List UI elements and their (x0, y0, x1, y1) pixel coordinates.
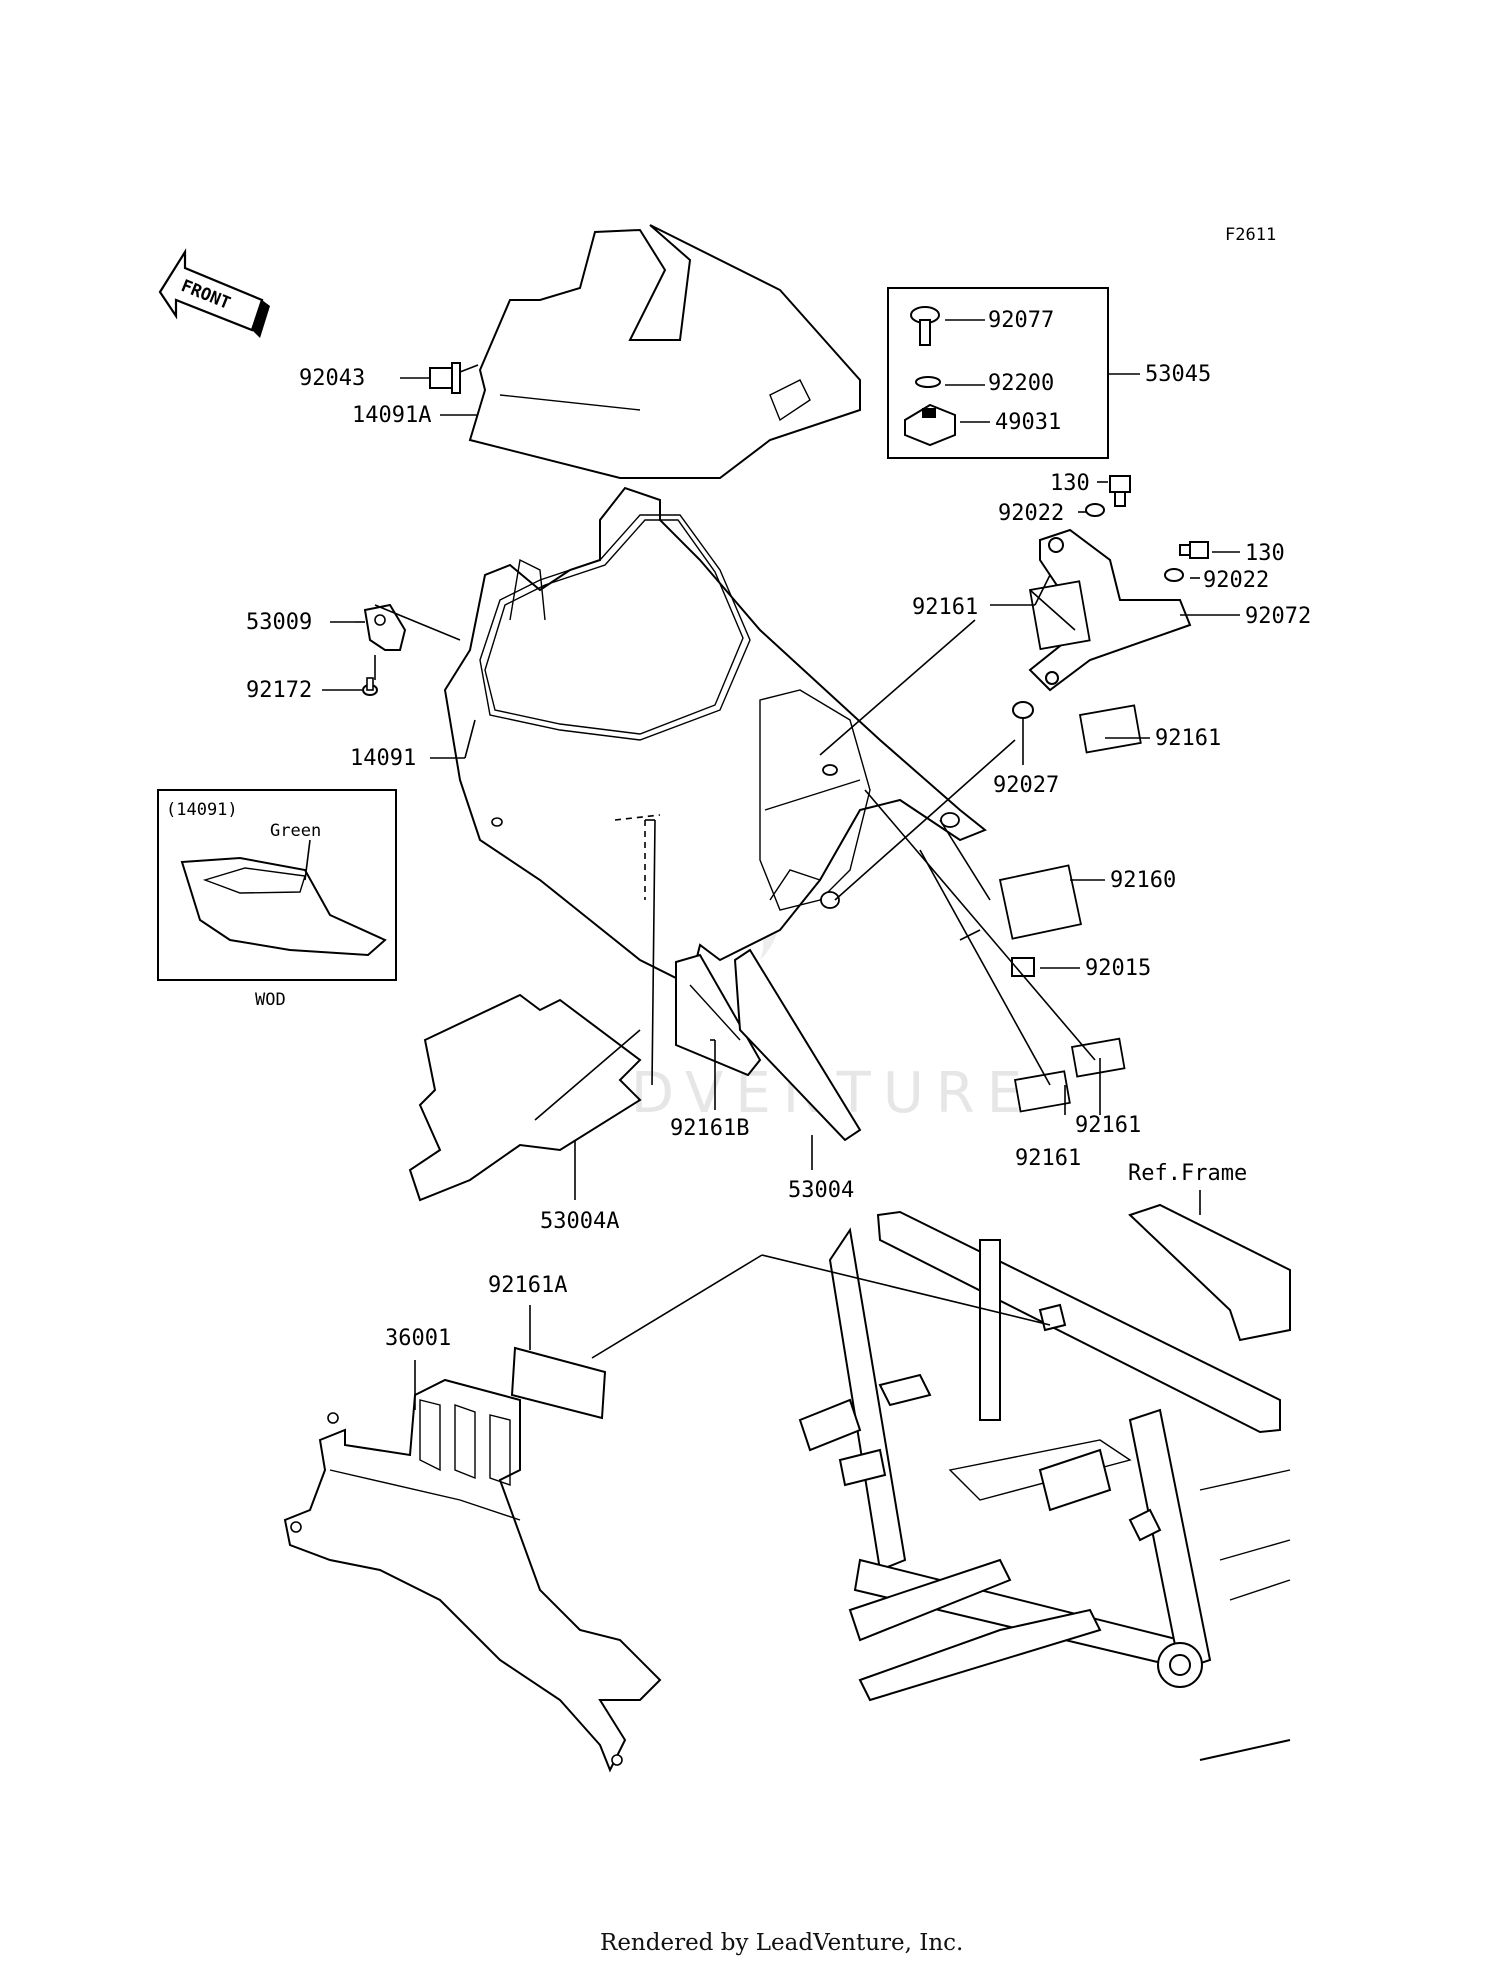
washer-92022-icon (1085, 503, 1105, 517)
front-arrow-icon: FRONT (158, 248, 270, 338)
label-92161B: 92161B (670, 1116, 749, 1141)
label-92077: 92077 (988, 308, 1054, 333)
label-53004: 53004 (788, 1178, 854, 1203)
label-92161-right: 92161 (1155, 726, 1221, 751)
panel-53004A (408, 993, 642, 1202)
bolt-130-icon (1179, 541, 1209, 559)
bracket-53009-icon (363, 603, 407, 651)
side-cover-14091 (443, 486, 987, 987)
label-92161-bottom-right: 92161 (1075, 1113, 1141, 1138)
label-36001: 36001 (385, 1326, 451, 1351)
sticker-92160 (998, 864, 1083, 940)
label-14091A: 14091A (352, 403, 431, 428)
washer-92022-icon (1164, 568, 1184, 582)
label-92043: 92043 (299, 366, 365, 391)
pin-92043-icon (429, 362, 461, 394)
screw-92172-icon (362, 677, 378, 696)
bolt-130-icon (1109, 475, 1131, 507)
label-92027: 92027 (993, 773, 1059, 798)
sticker-92161A (510, 1346, 607, 1420)
panel-53004 (733, 948, 862, 1142)
washer-92200-icon (915, 376, 941, 388)
label-130-top: 130 (1050, 471, 1090, 496)
label-92161-bottom-left: 92161 (1015, 1146, 1081, 1171)
sticker-92161 (1028, 580, 1091, 651)
label-ref-frame: Ref.Frame (1128, 1161, 1247, 1186)
label-92200: 92200 (988, 371, 1054, 396)
label-92160: 92160 (1110, 868, 1176, 893)
label-49031: 49031 (995, 410, 1061, 435)
label-92072: 92072 (1245, 604, 1311, 629)
figure-code: F2611 (1225, 225, 1276, 245)
grommet-92027-icon (1012, 701, 1034, 719)
inset-variant: WOD (255, 990, 286, 1010)
frame-reference (798, 1203, 1291, 1761)
clip-49031-icon (904, 403, 956, 447)
label-53004A: 53004A (540, 1209, 619, 1234)
label-92161-upper: 92161 (912, 595, 978, 620)
label-92172: 92172 (246, 678, 312, 703)
inset-title: (14091) (166, 800, 238, 820)
under-cover-36001 (283, 1378, 662, 1773)
label-92022-right: 92022 (1203, 568, 1269, 593)
footer-credit: Rendered by LeadVenture, Inc. (600, 1930, 963, 1956)
sticker-92161 (1070, 1037, 1126, 1078)
label-92161A: 92161A (488, 1273, 567, 1298)
sticker-92161 (1013, 1070, 1071, 1113)
label-53045: 53045 (1145, 362, 1211, 387)
leader-lines (322, 319, 1240, 1410)
label-53009: 53009 (246, 610, 312, 635)
label-130-right: 130 (1245, 541, 1285, 566)
inset-color-label: Green (270, 821, 321, 841)
label-92015: 92015 (1085, 956, 1151, 981)
inset-cover-thumbnail (180, 839, 387, 957)
label-14091: 14091 (350, 746, 416, 771)
label-92022-top: 92022 (998, 501, 1064, 526)
seat-cover-14091A (468, 224, 861, 479)
sticker-92161 (1078, 704, 1142, 754)
screw-92077-icon (910, 306, 940, 346)
